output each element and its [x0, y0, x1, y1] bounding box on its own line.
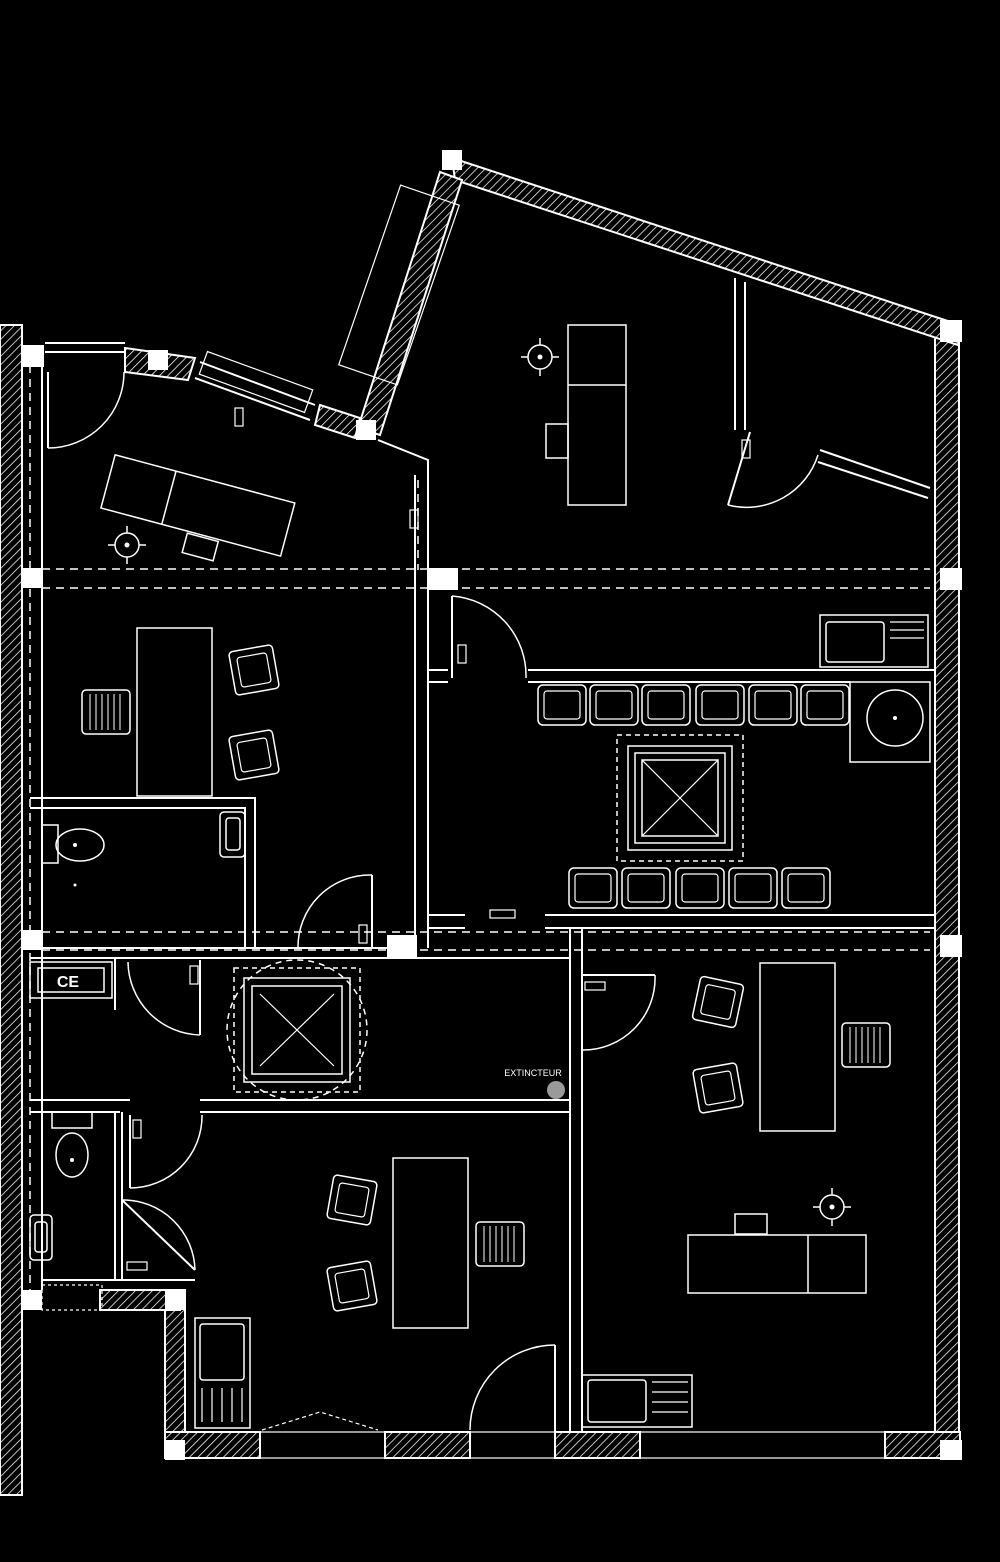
ce-panel: CE: [29, 961, 113, 999]
desk: [136, 627, 213, 797]
desk: [567, 324, 627, 506]
wc-lower: [29, 1111, 103, 1311]
door-swing-icon: [727, 431, 819, 509]
windows: [198, 184, 886, 1459]
office-top-right: [520, 324, 627, 506]
door-swing-icon: [451, 595, 527, 679]
pillars: [22, 150, 962, 1460]
door-swing-icon: [127, 960, 201, 1036]
desk: [392, 1157, 469, 1329]
office-left-middle: [81, 627, 281, 797]
sink-icon: [194, 1317, 251, 1429]
elevator-shaft-icon: [226, 959, 368, 1101]
swivel-chair-icon: [107, 525, 147, 565]
desk: [100, 453, 296, 558]
toilet-icon: [55, 1132, 89, 1178]
chair-icon: [475, 1221, 525, 1267]
chair-icon: [325, 1259, 379, 1313]
chair-icon: [841, 1022, 891, 1068]
ce-label: CE: [57, 974, 80, 991]
fire-extinguisher-icon: EXTINCTEUR: [504, 1068, 565, 1099]
desk: [687, 1234, 867, 1294]
meeting-room: [537, 614, 931, 909]
door-swing-icon: [47, 371, 125, 449]
sink-icon: [29, 1214, 53, 1261]
exterior-walls: [0, 156, 962, 1496]
switch-markers: [126, 407, 751, 1271]
toilet-icon: [55, 828, 105, 862]
office-bottom: [194, 1157, 525, 1429]
desk: [759, 962, 836, 1132]
dashed-grid: [29, 365, 930, 1290]
swivel-chair-icon: [520, 337, 560, 377]
sink-icon: [219, 811, 246, 858]
door-swing-icon: [469, 1344, 556, 1432]
sink-icon: [581, 1374, 693, 1428]
swivel-chair-icon: [812, 1187, 852, 1227]
wc-upper: [41, 811, 246, 887]
door-swing-icon: [581, 974, 656, 1051]
chair-icon: [325, 1173, 379, 1227]
door-swing-icon: [129, 1114, 203, 1189]
extinguisher-label: EXTINCTEUR: [504, 1068, 562, 1078]
chair-icon: [227, 643, 281, 697]
office-right: [581, 962, 891, 1428]
chair-icon: [691, 1061, 745, 1115]
chair-icon: [691, 975, 745, 1029]
door-swing-icon: [121, 1199, 196, 1271]
office-top-left: [100, 453, 296, 565]
chair-icon: [227, 728, 281, 782]
doors: [47, 371, 819, 1432]
door-swing-icon: [297, 874, 373, 949]
chair-icon: [81, 689, 131, 735]
sink-icon: [819, 614, 929, 668]
